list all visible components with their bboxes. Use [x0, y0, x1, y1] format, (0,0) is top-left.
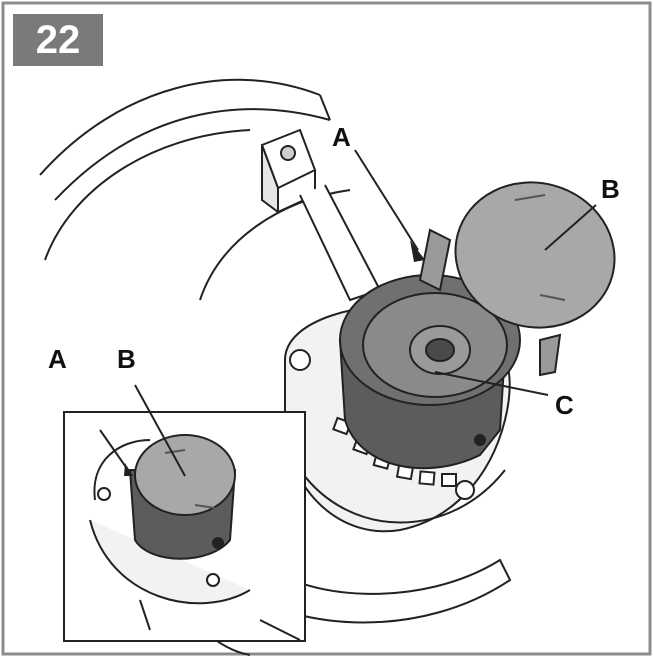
inset-detail: [63, 384, 306, 642]
callout-label-b: B: [601, 174, 620, 204]
callout-label-a: A: [332, 122, 351, 152]
inset-callout-label-a: A: [48, 344, 67, 374]
spool-main: [338, 274, 521, 470]
cover-main: [418, 181, 616, 377]
callout-label-c: C: [555, 390, 574, 420]
arrow-head-a: [410, 240, 425, 262]
step-number-badge: 22: [13, 14, 103, 66]
inset-callout-label-b: B: [117, 344, 136, 374]
callout-leaders-main: [354, 149, 597, 396]
